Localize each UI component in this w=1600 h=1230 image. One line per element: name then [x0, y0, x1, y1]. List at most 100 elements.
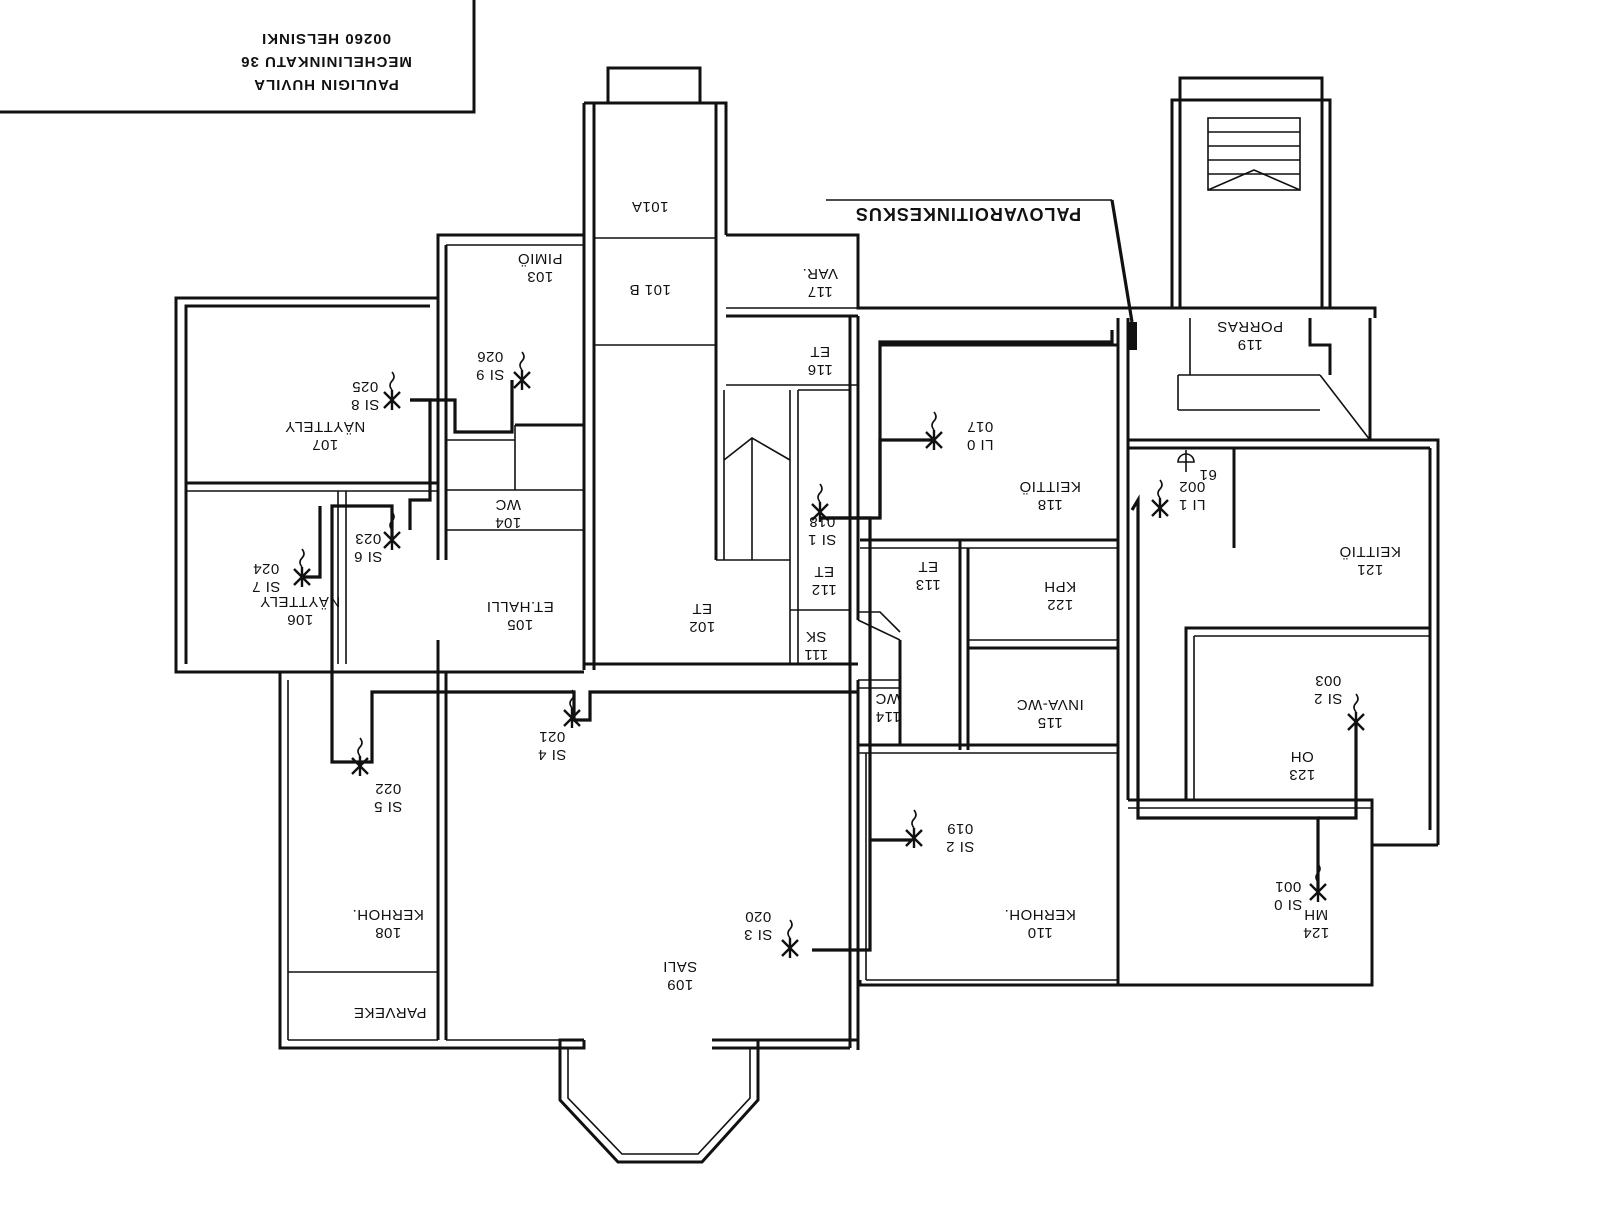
walls-visible — [174, 66, 1440, 1164]
smoke-detector-icon — [905, 809, 923, 848]
room-number: 116 — [807, 361, 832, 378]
room-name: ET — [692, 600, 712, 617]
room-name: WC — [875, 690, 901, 707]
detector-code: SI 8 — [351, 396, 380, 413]
room-number: 115 — [1037, 714, 1062, 731]
room-name: NÄYTTELY — [260, 593, 340, 610]
detector-code: SI 0 — [1274, 896, 1303, 913]
detector-address: 020 — [745, 908, 772, 925]
room-number: 102 — [689, 618, 716, 635]
detector-code: LI 1 — [1178, 496, 1205, 513]
smoke-detector-icon — [383, 511, 401, 550]
room-number: 114 — [875, 708, 900, 725]
detector-code: SI 9 — [476, 366, 505, 383]
room-number: 118 — [1037, 496, 1062, 513]
room-name: SALI — [663, 958, 698, 975]
room-label-r101a: 101A — [631, 198, 668, 215]
detector-code: SI 4 — [538, 746, 567, 763]
room-name: ET.HALLI — [486, 598, 553, 615]
fire-alarm-central-unit — [1128, 322, 1137, 350]
detector-code: LI 0 — [966, 436, 993, 453]
central-label: PALOVAROITINKESKUS — [855, 204, 1081, 224]
title-line1: PAULIGIN HUVILA — [253, 76, 399, 93]
title-line2: MECHELININKATU 36 — [240, 53, 412, 70]
smoke-detector-icon — [1151, 479, 1169, 518]
detector-address: 024 — [253, 560, 280, 577]
room-name: OH — [1290, 748, 1314, 765]
detector-wiring — [302, 199, 1358, 952]
detector-address: 018 — [809, 513, 836, 530]
room-name: KERHOH. — [1004, 906, 1076, 923]
smoke-detector-icon — [563, 689, 581, 728]
room-number: 101 B — [629, 281, 671, 298]
room-label-r101b: 101 B — [629, 281, 671, 298]
room-number: 122 — [1047, 596, 1074, 613]
room-name: KPH — [1044, 578, 1076, 595]
lamp-label: 61 — [1199, 466, 1217, 483]
detector-address: 023 — [355, 530, 382, 547]
detector-address: 002 — [1179, 478, 1206, 495]
smoke-detector-icon — [513, 351, 531, 390]
room-number: 121 — [1357, 561, 1384, 578]
room-number: 101A — [631, 198, 668, 215]
room-number: 104 — [495, 514, 522, 531]
detector-code: SI 3 — [744, 926, 773, 943]
detector-code: SI 7 — [252, 578, 281, 595]
room-name: WC — [495, 496, 521, 513]
detector-symbols — [293, 351, 1365, 958]
title-line3: 00260 HELSINKI — [261, 30, 391, 47]
room-number: 110 — [1027, 924, 1052, 941]
room-number: 106 — [287, 611, 314, 628]
detector-code: SI 2 — [1314, 690, 1343, 707]
room-name: ET — [810, 343, 830, 360]
room-number: 107 — [312, 436, 339, 453]
room-name: PARVEKE — [354, 1004, 427, 1021]
room-name: INVA-WC — [1016, 696, 1083, 713]
room-number: 103 — [527, 268, 554, 285]
room-number: 108 — [375, 924, 402, 941]
room-name: MH — [1304, 906, 1328, 923]
room-number: 111 — [804, 646, 828, 663]
detector-address: 026 — [477, 348, 504, 365]
detector-address: 019 — [947, 820, 974, 837]
room-name: SK — [805, 628, 826, 645]
detector-code: SI 1 — [808, 531, 837, 548]
room-number: 123 — [1289, 766, 1316, 783]
detector-code: SI 2 — [946, 838, 975, 855]
detector-address: 021 — [539, 728, 566, 745]
room-number: 109 — [667, 976, 694, 993]
room-name: PORRAS — [1217, 318, 1283, 335]
room-number: 124 — [1303, 924, 1330, 941]
room-number: 119 — [1237, 336, 1262, 353]
detector-code: SI 5 — [374, 798, 403, 815]
room-name: PIMIÖ — [517, 250, 562, 268]
smoke-detector-icon — [293, 548, 311, 587]
